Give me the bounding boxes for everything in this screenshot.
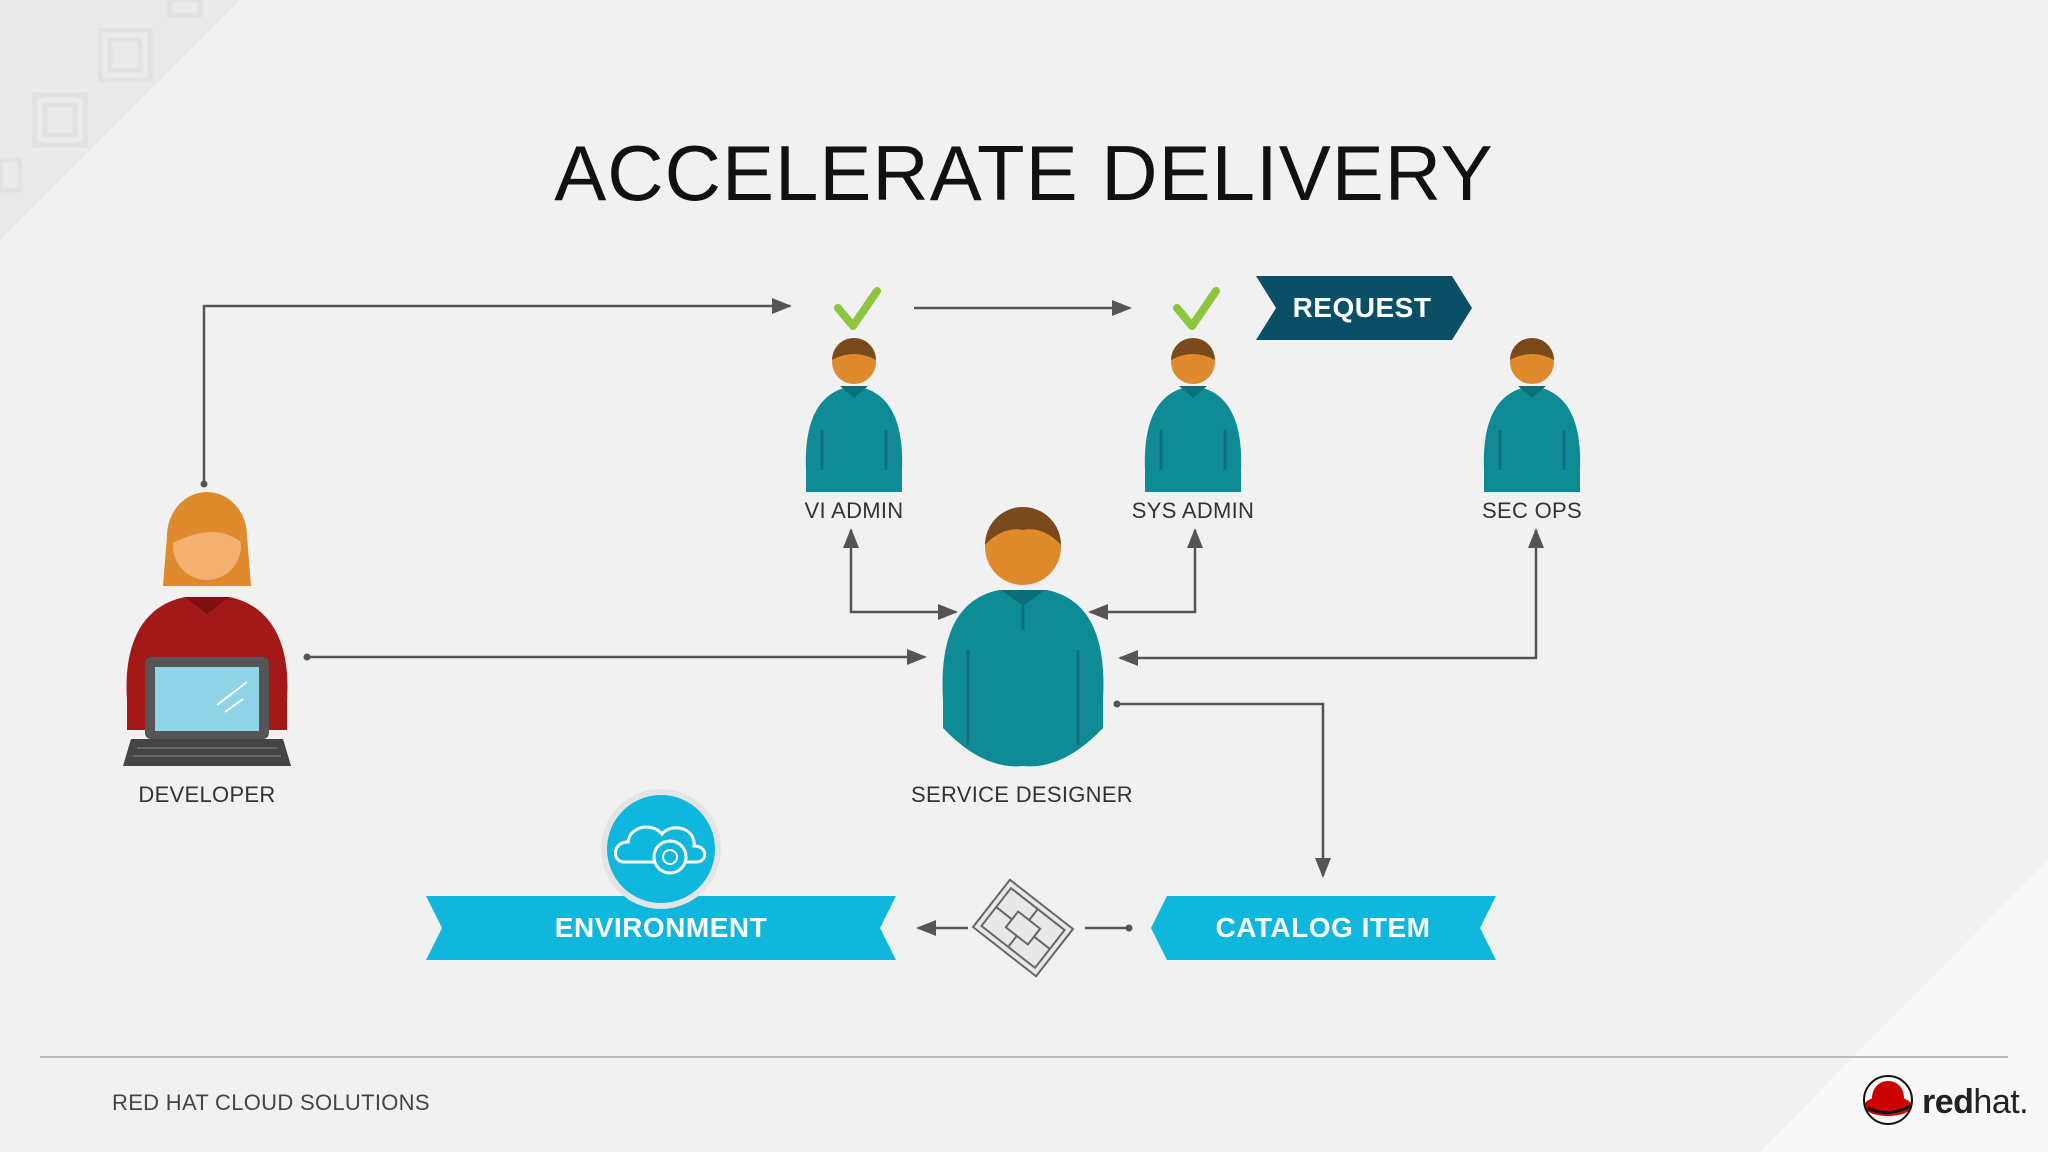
sys-admin-label: SYS ADMIN xyxy=(1131,498,1255,523)
sys-admin-person-icon xyxy=(1144,338,1242,492)
connector-designer-vi-admin xyxy=(843,528,958,620)
cloud-icon xyxy=(601,789,721,909)
redhat-wordmark: redhat. xyxy=(1922,1083,2029,1122)
environment-banner-label: ENVIRONMENT xyxy=(554,912,768,943)
sec-ops-label: SEC OPS xyxy=(1482,498,1582,523)
request-banner-label: REQUEST xyxy=(1292,292,1432,323)
checkmark-icon xyxy=(834,287,881,330)
checkmark-icon xyxy=(1173,287,1220,330)
vi-admin-label: VI ADMIN xyxy=(804,498,904,523)
corner-pattern-decoration xyxy=(0,0,240,240)
service-designer-person-icon xyxy=(942,507,1104,767)
service-designer-label: SERVICE DESIGNER xyxy=(910,782,1134,807)
blueprint-icon xyxy=(971,878,1075,978)
wordmark-light: hat. xyxy=(1973,1083,2029,1121)
sec-ops-person-icon xyxy=(1483,338,1581,492)
page-title: ACCELERATE DELIVERY xyxy=(554,129,1494,217)
connector-developer-to-vi-admin xyxy=(202,298,792,484)
redhat-logo xyxy=(1863,1075,1913,1125)
developer-person-icon xyxy=(123,492,291,766)
developer-label: DEVELOPER xyxy=(138,782,276,807)
corner-sheen-decoration xyxy=(1760,860,2048,1152)
connector-designer-sec-ops xyxy=(1118,528,1544,666)
catalog-item-banner xyxy=(1151,896,1496,960)
request-banner xyxy=(1256,276,1472,340)
environment-banner xyxy=(426,896,896,960)
connectors xyxy=(202,298,1544,936)
laptop-icon xyxy=(123,657,291,766)
connector-designer-sys-admin xyxy=(1088,528,1203,620)
footer-company-text: RED HAT CLOUD SOLUTIONS xyxy=(112,1090,430,1115)
catalog-item-banner-label: CATALOG ITEM xyxy=(1215,912,1431,943)
connector-designer-to-catalog xyxy=(1117,702,1331,878)
wordmark-bold: red xyxy=(1922,1083,1974,1121)
vi-admin-person-icon xyxy=(805,338,903,492)
